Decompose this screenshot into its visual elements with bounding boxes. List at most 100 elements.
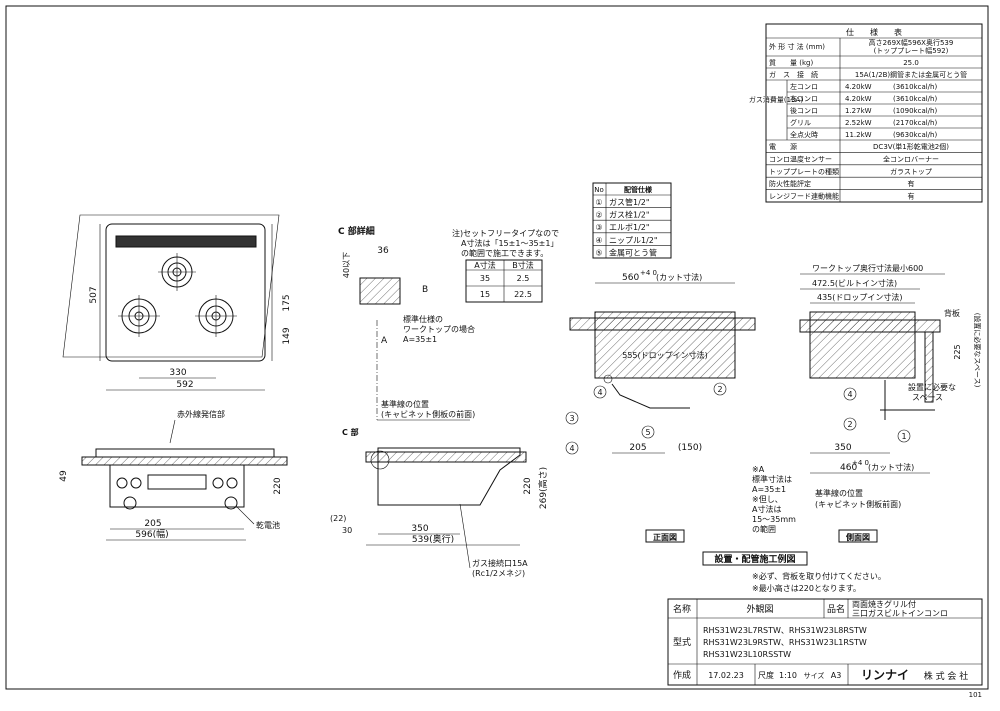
col-a: A寸法 [474, 260, 495, 270]
gas-group-label: ガス消費量(13A) [749, 95, 803, 104]
col-b: B寸法 [512, 260, 534, 270]
cut-label: (カット寸法) [656, 272, 702, 282]
spec-value: 15A(1/2B)鋼管または金属可とう管 [855, 70, 967, 79]
setfree-line: の範囲で施工できます。 [461, 248, 548, 258]
dim-36: 36 [377, 246, 389, 256]
detail-c-title: C 部詳細 [338, 225, 375, 237]
sheet-border [5, 5, 989, 690]
detail-c: C 部詳細 36 40以下 B A 標準仕様の ワークトップの場合 A=35±1… [330, 225, 549, 578]
std-line: ワークトップの場合 [403, 324, 475, 334]
dim-175: 175 [282, 294, 292, 311]
gas-kcal: (9630kcal/h) [893, 131, 937, 139]
dim-596: 596(幅) [135, 528, 168, 540]
pipe-name: エルボ1/2" [609, 223, 650, 232]
dim-350: 350 [411, 524, 428, 534]
pipe-no: ② [595, 211, 602, 220]
gas-label: 右コンロ [790, 94, 818, 103]
spec-value: ガラストップ [890, 167, 932, 176]
note-a-line: A寸法は [752, 504, 781, 514]
gas-kcal: (3610kcal/h) [893, 95, 937, 103]
gas-label: 左コンロ [790, 82, 818, 91]
scale-label: 尺度 [758, 670, 774, 680]
backboard-label: 背板 [944, 308, 960, 318]
pipe-header: 配管仕様 [624, 185, 653, 194]
dim-205: 205 [144, 519, 161, 529]
spec-label: 電 源 [769, 142, 797, 151]
spec-value: 有 [908, 179, 915, 188]
dim-220: 220 [273, 477, 283, 494]
dim-560: 560 [622, 273, 639, 283]
wt-label: ワークトップ奥行寸法最小600 [812, 263, 923, 273]
gas-kw: 4.20kW [845, 95, 872, 103]
model-line: RHS31W23L7RSTW、RHS31W23L8RSTW [703, 626, 867, 635]
note-a-line: の範囲 [752, 524, 776, 534]
dim-40: 40以下 [342, 252, 351, 278]
pipe-no: ④ [595, 236, 602, 245]
gas-label: グリル [790, 118, 811, 127]
gas-kw: 1.27kW [845, 107, 872, 115]
dim-49: 49 [59, 470, 69, 482]
svg-text:5: 5 [645, 428, 650, 437]
pipe-no: ③ [595, 223, 602, 232]
pipe-no-header: No [594, 186, 604, 194]
dim-149: 149 [282, 327, 292, 344]
note-a-line: 15〜35mm [752, 515, 796, 524]
model-line: RHS31W23L10RSSTW [703, 650, 791, 659]
note-a-line: ※A [752, 465, 765, 474]
install-title-box [702, 551, 808, 566]
spec-label: ガ ス 接 続 [769, 70, 818, 79]
tol-460: +4 0 [852, 459, 869, 467]
spec-value: 高さ269X幅596X奥行539 [869, 38, 954, 47]
front-caption: 正面図 [653, 533, 677, 542]
pipe-name: ニップル1/2" [609, 236, 658, 245]
dim-539: 539(奥行) [412, 533, 454, 545]
gas-line: (Rc1/2メネジ) [472, 569, 525, 578]
svg-text:4: 4 [569, 444, 574, 453]
product-line: 両面焼きグリル付 [852, 599, 916, 609]
burner-right [195, 295, 237, 337]
setfree-line: 注)セットフリータイプなので [452, 228, 559, 238]
company-name: リンナイ [861, 668, 909, 682]
date-value: 17.02.23 [708, 671, 744, 680]
dim-330: 330 [169, 368, 186, 378]
setfree-cell: 22.5 [514, 290, 532, 299]
spec-value: DC3V(単1形乾電池2個) [873, 142, 949, 151]
svg-text:4: 4 [847, 390, 852, 399]
pipe-no: ⑤ [595, 248, 602, 257]
std-line: 標準仕様の [403, 314, 443, 324]
ref-line: (キャビネット側板の前面) [381, 409, 475, 419]
pipe-no: ① [595, 198, 602, 207]
spec-value: 全コンロバーナー [883, 154, 939, 163]
gas-kw: 11.2kW [845, 131, 872, 139]
label-a: A [381, 336, 388, 346]
dim-555: 555(ドロップイン寸法) [622, 350, 708, 360]
install-title: 設置・配管施工例図 [714, 553, 795, 565]
scale-value: 1:10 [779, 671, 797, 680]
size-value: A3 [831, 671, 842, 680]
setfree-cell: 35 [480, 274, 490, 283]
dim-4725: 472.5(ビルトイン寸法) [812, 278, 897, 288]
title-block: 名称 外観図 品名 両面焼きグリル付 三口ガスビルトインコンロ 型式 RHS31… [667, 598, 983, 686]
note-a-line: ※但し、 [752, 494, 783, 504]
note-a-line: 標準寸法は [752, 474, 792, 484]
setfree-note: 注)セットフリータイプなので A寸法は「15±1〜35±1」 の範囲で施工できま… [452, 228, 559, 303]
dim-460: 460 [840, 463, 857, 473]
dim-205: 205 [629, 443, 646, 453]
side-caption: 側面図 [845, 532, 870, 542]
space-note: (設置に必要なスペース) [973, 313, 982, 388]
name-label: 名称 [673, 603, 691, 615]
date-label: 作成 [673, 669, 691, 681]
spec-title: 仕 様 表 [846, 27, 902, 37]
pipe-name: ガス栓1/2" [609, 210, 650, 220]
dim-269: 269(高さ) [537, 467, 549, 509]
spec-label: コンロ温度センサー [769, 154, 832, 163]
svg-text:3: 3 [569, 414, 574, 423]
front-install: 560 +4 0 (カット寸法) 555(ドロップイン寸法) 4 3 4 5 2… [565, 269, 756, 543]
spec-label: レンジフード連動機能 [769, 192, 839, 201]
svg-text:1: 1 [901, 432, 906, 441]
size-label: サイズ [804, 671, 825, 680]
ref-line: 基準線の位置 [381, 399, 429, 409]
